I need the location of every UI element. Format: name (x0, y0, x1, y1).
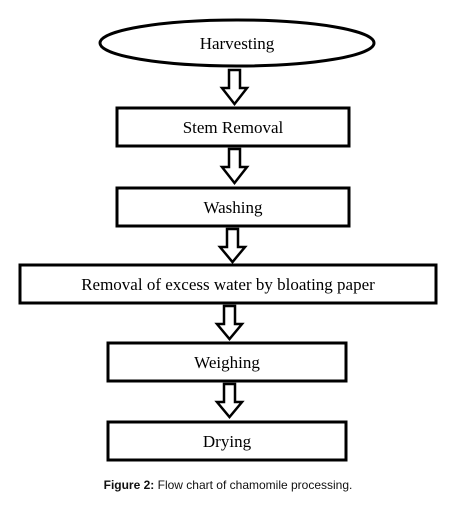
step-shape-rectangle (18, 263, 438, 305)
step-label: Stem Removal (183, 118, 284, 137)
double-down-arrow (219, 68, 250, 107)
step-shape-ellipse (98, 18, 376, 68)
flow-arrow-5 (214, 382, 245, 419)
figure-caption: Figure 2: Flow chart of chamomile proces… (0, 478, 456, 492)
double-down-arrow (217, 227, 248, 264)
step-label: Weighing (194, 353, 260, 372)
flowchart-step-stem-removal: Stem Removal (115, 106, 351, 148)
step-label: Washing (203, 198, 263, 217)
step-label: Removal of excess water by bloating pape… (81, 275, 375, 294)
flowchart-step-harvesting: Harvesting (98, 18, 376, 68)
flowchart-step-washing: Washing (115, 186, 351, 228)
flow-arrow-4 (214, 304, 245, 341)
double-down-arrow (214, 382, 245, 419)
step-shape-rectangle (115, 186, 351, 228)
caption-text: Flow chart of chamomile processing. (157, 478, 353, 492)
step-label: Drying (203, 432, 252, 451)
flowchart-step-weighing: Weighing (106, 341, 348, 383)
flow-arrow-1 (219, 68, 250, 107)
step-shape-rectangle (106, 341, 348, 383)
step-shape-rectangle (115, 106, 351, 148)
flow-arrow-3 (217, 227, 248, 264)
step-label: Harvesting (200, 34, 275, 53)
caption-label: Figure 2: (103, 478, 155, 492)
flowchart-step-drying: Drying (106, 420, 348, 462)
step-shape-rectangle (106, 420, 348, 462)
double-down-arrow (219, 147, 250, 186)
flowchart-step-remove-excess-water: Removal of excess water by bloating pape… (18, 263, 438, 305)
double-down-arrow (214, 304, 245, 341)
flow-arrow-2 (219, 147, 250, 186)
